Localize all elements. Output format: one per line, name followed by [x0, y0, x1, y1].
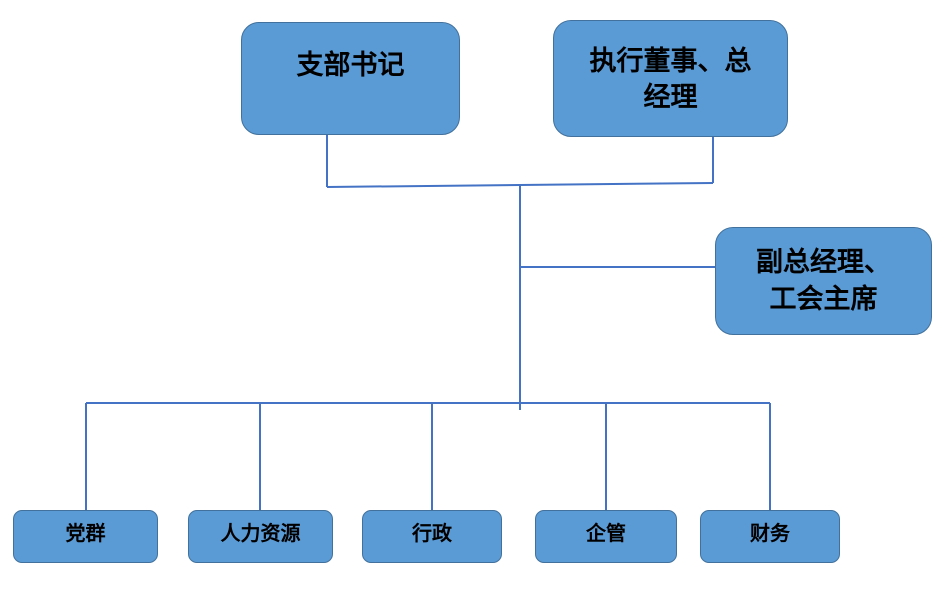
org-node-label-deputy-gm-union-chair: 副总经理、 工会主席: [756, 247, 891, 314]
org-node-enterprise-management: 企管: [535, 510, 677, 563]
org-node-label-branch-secretary: 支部书记: [296, 49, 405, 80]
org-node-deputy-gm-union-chair: 副总经理、 工会主席: [715, 227, 932, 335]
org-node-label-human-resources: 人力资源: [220, 522, 301, 545]
org-node-administration: 行政: [362, 510, 502, 563]
org-node-label-administration: 行政: [412, 522, 452, 545]
org-node-party-group: 党群: [13, 510, 158, 563]
org-node-label-executive-director-gm: 执行董事、总 经理: [589, 45, 752, 112]
org-node-label-party-group: 党群: [65, 522, 106, 545]
org-node-label-finance: 财务: [750, 522, 790, 545]
org-node-finance: 财务: [700, 510, 840, 563]
org-node-executive-director-gm: 执行董事、总 经理: [553, 20, 788, 137]
org-node-human-resources: 人力资源: [188, 510, 333, 563]
org-node-branch-secretary: 支部书记: [241, 22, 460, 135]
org-node-label-enterprise-management: 企管: [586, 522, 626, 545]
